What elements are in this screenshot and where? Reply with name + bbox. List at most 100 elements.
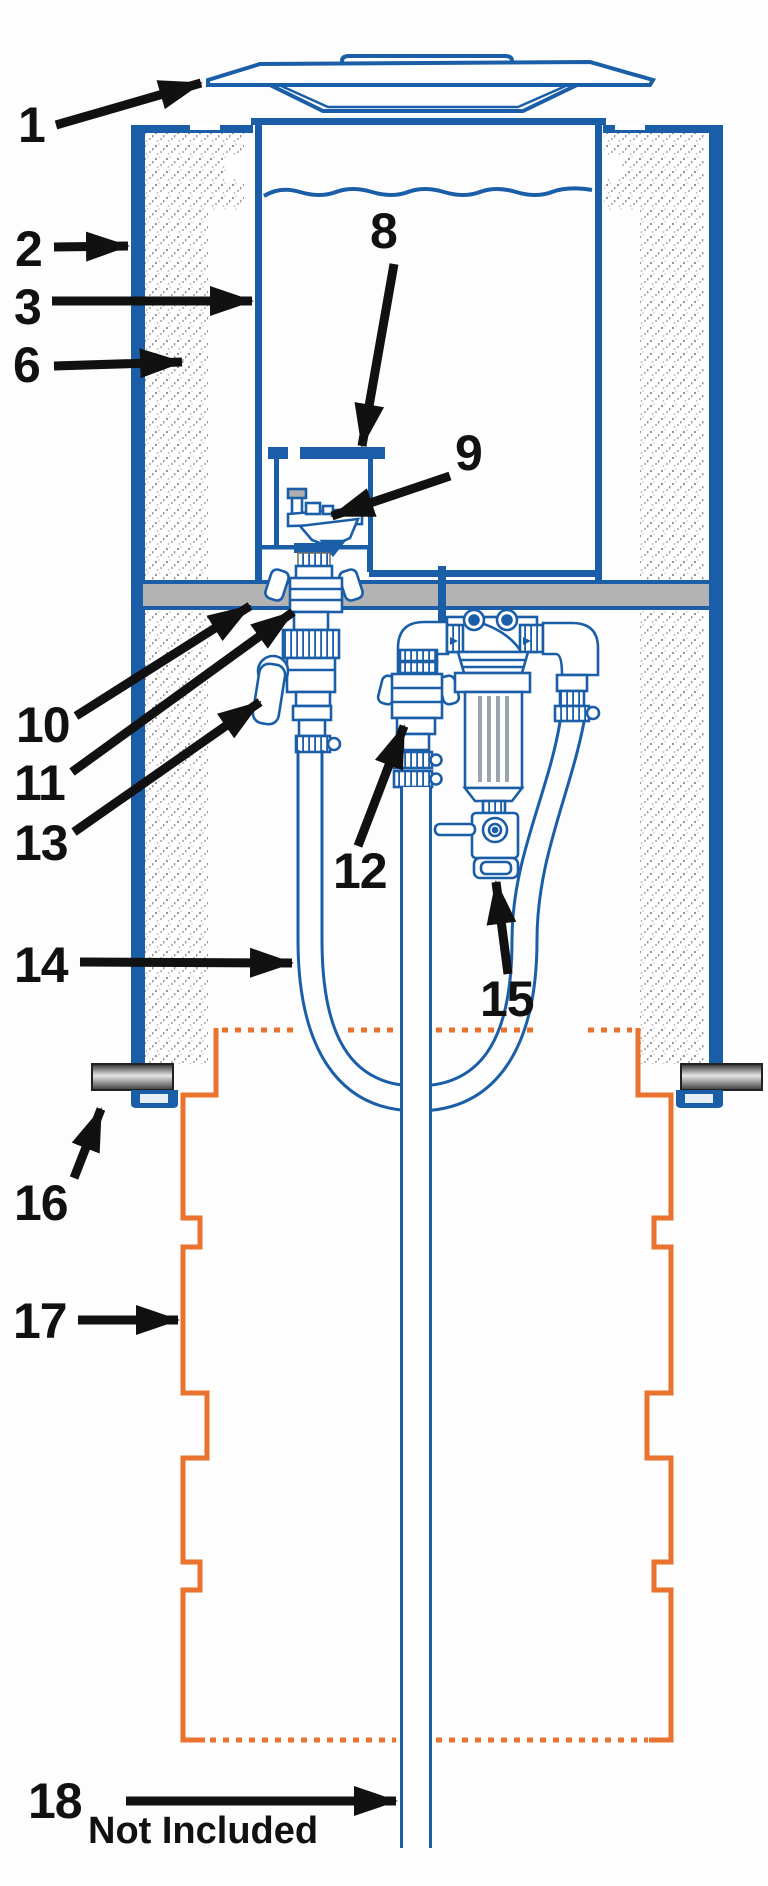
right-hose-clamp xyxy=(553,704,591,723)
lid-assembly xyxy=(206,54,657,113)
arrow-11 xyxy=(69,608,296,776)
flow-arrow-left-icon xyxy=(450,637,458,645)
bulkhead-nut xyxy=(297,552,331,567)
elbow-right xyxy=(541,621,600,677)
callout-18: 18 xyxy=(28,1773,83,1829)
left-plumbing-column xyxy=(251,568,364,754)
drain-valve-handle xyxy=(433,822,477,837)
arrow-14 xyxy=(79,947,294,978)
camlock-arm-left xyxy=(264,568,290,602)
filter-inlet-threads xyxy=(445,623,465,654)
union-hex xyxy=(292,610,330,632)
hose-union-nut xyxy=(291,704,333,722)
casing-rim-right-notch xyxy=(615,125,645,130)
valve-outlet-hex xyxy=(294,690,332,708)
stub-pipe-left xyxy=(91,1063,174,1091)
drop-pipe-clamp-1 xyxy=(392,750,434,770)
valve-body xyxy=(285,656,337,694)
stub-pipes xyxy=(91,1063,763,1108)
bracket-rod-right xyxy=(368,459,373,570)
water-level-line xyxy=(262,186,593,198)
callout-10: 10 xyxy=(16,697,71,753)
clamp2-bolt xyxy=(429,772,443,786)
arrow-6 xyxy=(53,348,184,379)
drain-cap-inner xyxy=(479,860,513,876)
casing-rim-right xyxy=(603,125,723,133)
extension-casing xyxy=(180,1027,674,1743)
arrow-2 xyxy=(53,231,130,262)
bracket-bar xyxy=(300,447,385,459)
drop-pipe-clamp-2 xyxy=(392,769,434,789)
arrow-16 xyxy=(69,1107,106,1180)
well-drop-pipe xyxy=(400,787,432,1848)
not-included-note: Not Included xyxy=(88,1810,319,1852)
filter-assembly xyxy=(433,608,545,880)
float-valve-mech-1 xyxy=(304,501,322,516)
callout-13: 13 xyxy=(14,815,69,871)
casing-wall-right xyxy=(709,125,723,1064)
casing-foot-left-inner xyxy=(140,1094,168,1103)
tank-wall-left xyxy=(255,124,262,582)
filter-port-right-center xyxy=(501,614,513,626)
filter-bowl-stripe-1 xyxy=(478,696,482,782)
callout-2: 2 xyxy=(15,221,43,277)
lid-skirt-inner xyxy=(278,83,569,109)
filter-bowl-stripe-3 xyxy=(496,696,500,782)
arrow-13 xyxy=(71,698,263,836)
callout-16: 16 xyxy=(14,1175,69,1231)
extension-right-edge xyxy=(635,1028,674,1743)
u-hose-inner-wall xyxy=(320,721,562,1088)
camlock12-barb xyxy=(401,732,431,752)
callout-11: 11 xyxy=(14,755,66,811)
casing-wall-left xyxy=(131,125,145,1064)
tank-wall-right xyxy=(595,124,602,582)
filter-bowl-stripe-4 xyxy=(505,696,509,782)
bracket-block xyxy=(268,447,288,459)
platform-top-edge xyxy=(143,580,709,584)
camlock12-body xyxy=(390,672,444,720)
bracket-rod-left xyxy=(274,459,279,545)
callout-3: 3 xyxy=(14,279,42,335)
callout-arrows xyxy=(52,78,517,1816)
hose-clamp-bolt xyxy=(326,736,342,752)
lid-plate xyxy=(206,59,657,87)
tank-floor-left xyxy=(259,545,295,550)
camlock12-ring-1 xyxy=(398,648,439,663)
callout-15: 15 xyxy=(480,971,535,1027)
bulkhead-fitting xyxy=(294,543,334,581)
drop-pipe-fill xyxy=(403,787,429,1848)
camlock-body xyxy=(288,576,344,614)
insulation-right-notch xyxy=(604,155,622,179)
callout-6: 6 xyxy=(13,337,41,393)
right-union-nut xyxy=(555,673,589,693)
insulation-left-notch xyxy=(226,155,244,179)
tank-floor-mid xyxy=(333,545,371,550)
filter-bowl-stripe-2 xyxy=(487,696,491,782)
u-hose-outer-wall xyxy=(296,721,586,1113)
arrow-1 xyxy=(54,78,203,130)
extension-dotted-lines xyxy=(210,1027,648,1743)
casing-rim-left-notch xyxy=(190,125,220,130)
arrow-12 xyxy=(353,724,409,848)
right-threads xyxy=(558,689,586,708)
callout-14: 14 xyxy=(14,937,69,993)
tank-rim xyxy=(251,118,606,125)
flow-arrow-right-icon xyxy=(523,637,531,645)
riser-pipe xyxy=(438,566,446,650)
platform-slab xyxy=(143,584,709,606)
lid-skirt xyxy=(269,83,578,113)
float-valve-stem-cap xyxy=(286,487,308,500)
platform-bottom-edge xyxy=(143,606,709,610)
filter-neck xyxy=(456,650,530,675)
tank-bottom xyxy=(369,570,599,577)
arrow-10 xyxy=(73,602,253,720)
clamp1-bolt xyxy=(429,753,443,767)
bulkhead-flange xyxy=(294,543,334,553)
filter-flange xyxy=(453,671,532,694)
float-valve xyxy=(286,487,364,558)
arrow-15 xyxy=(486,880,517,975)
callout-17: 17 xyxy=(13,1293,68,1349)
drain-adapter xyxy=(481,799,507,815)
